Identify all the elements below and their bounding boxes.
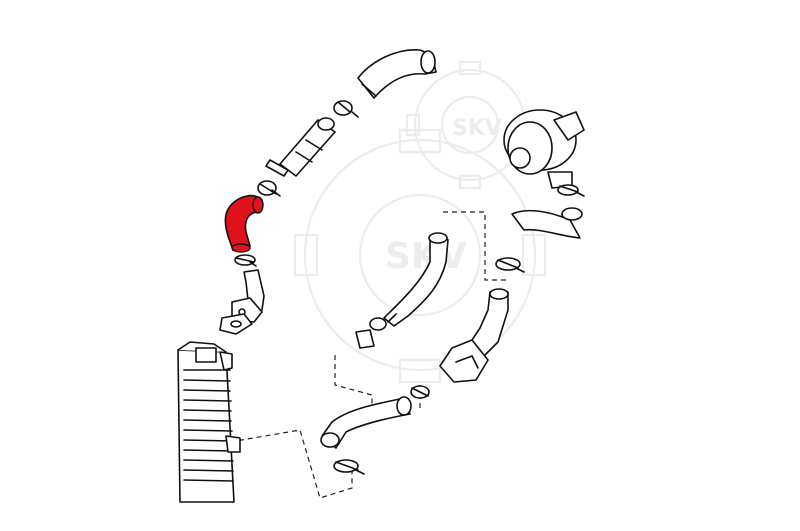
metal-pipe bbox=[265, 117, 336, 177]
turbo-outlet-hose bbox=[511, 207, 583, 239]
connector-clamp bbox=[495, 257, 525, 273]
intercooler bbox=[177, 341, 241, 503]
turbocharger bbox=[503, 109, 585, 189]
throttle-housing bbox=[439, 288, 509, 383]
s-curve-hose bbox=[383, 232, 449, 327]
turbo-clamp bbox=[557, 184, 585, 197]
upper-elbow-hose bbox=[357, 49, 437, 99]
middle-clamp bbox=[257, 180, 281, 197]
watermark-text-top: SKV bbox=[452, 116, 502, 141]
lower-clamp bbox=[234, 254, 257, 267]
flanged-elbow-pipe bbox=[231, 269, 265, 323]
highlighted-hose bbox=[224, 194, 264, 253]
gasket bbox=[219, 313, 253, 335]
watermark-gear-center: SKV bbox=[293, 128, 547, 384]
bottom-hose bbox=[320, 396, 412, 449]
lower-s-clamp bbox=[355, 317, 387, 349]
watermark-gear-top: SKV bbox=[405, 60, 535, 190]
bottom-clamp bbox=[333, 459, 365, 475]
upper-clamp bbox=[333, 100, 359, 118]
throttle-clamp bbox=[410, 385, 430, 399]
